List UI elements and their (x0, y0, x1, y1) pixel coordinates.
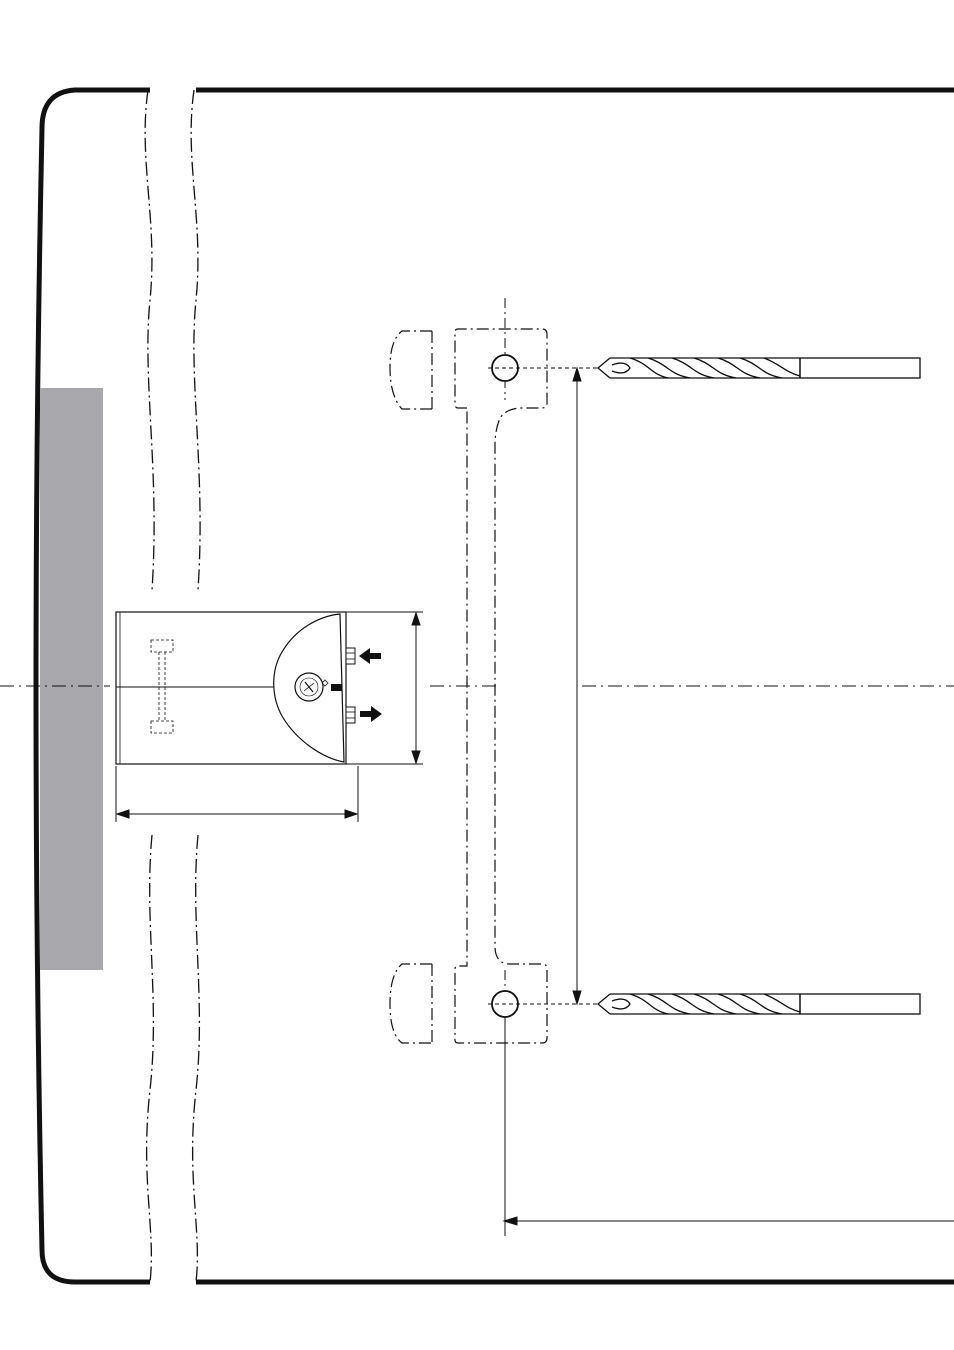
brand-plate (331, 684, 342, 691)
outlet-arrow-icon (360, 706, 382, 722)
hole-offset-dimension (504, 1018, 954, 1236)
gray-side-panel (40, 388, 103, 970)
pipe-connector-bottom (346, 707, 355, 723)
water-heater-icon (116, 612, 382, 764)
drill-hole-top (488, 355, 598, 381)
drill-hole-bottom (488, 991, 598, 1017)
drill-bit-icon (598, 994, 920, 1014)
drill-bit-icon (598, 358, 920, 378)
pipe-connector-top (346, 648, 355, 664)
appliance-width-dimension (116, 766, 358, 822)
inlet-arrow-icon (359, 648, 381, 664)
hole-spacing-dimension (573, 368, 581, 1004)
appliance-height-dimension (346, 612, 423, 764)
